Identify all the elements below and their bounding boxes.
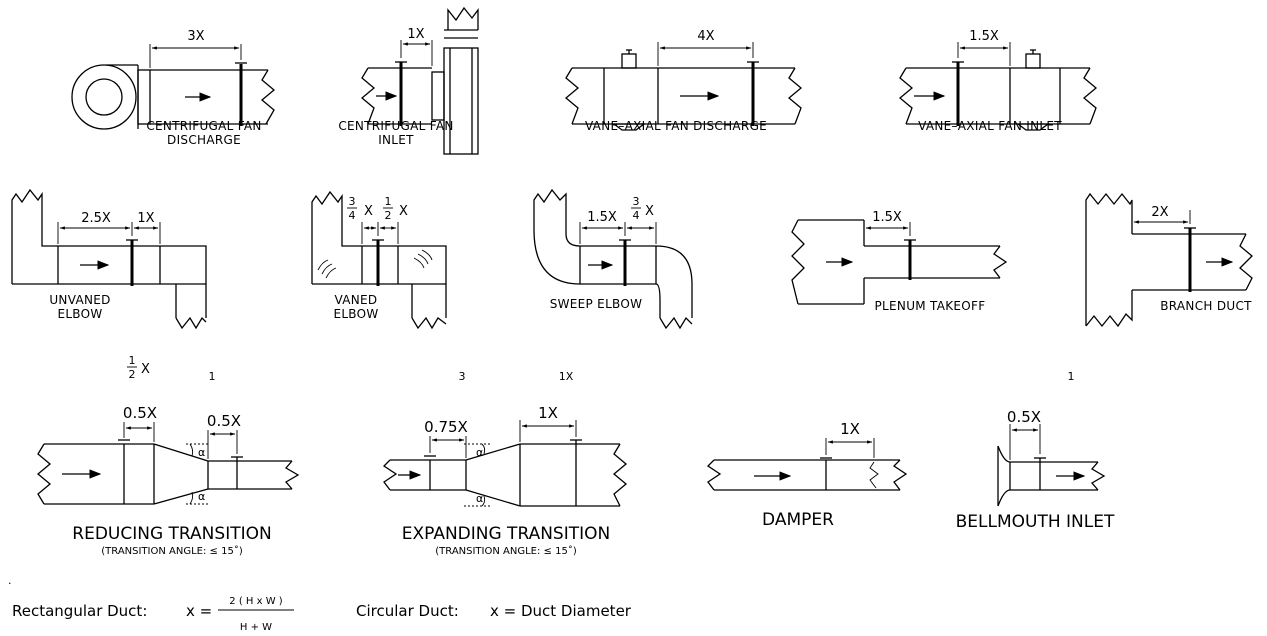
svg-text:0.5X: 0.5X <box>207 412 241 430</box>
svg-text:1X: 1X <box>840 420 860 438</box>
svg-text:3: 3 <box>459 370 466 383</box>
svg-text:CENTRIFUGAL FAN: CENTRIFUGAL FAN <box>338 119 453 133</box>
svg-text:BRANCH DUCT: BRANCH DUCT <box>1160 299 1252 313</box>
svg-text:REDUCING TRANSITION: REDUCING TRANSITION <box>72 524 271 544</box>
svg-text:H + W: H + W <box>240 622 272 633</box>
svg-text:X: X <box>399 204 408 219</box>
svg-text:1: 1 <box>1068 370 1075 383</box>
sweep-elbow: 1.5X 3 4 X SWEEP ELBOW <box>533 188 693 330</box>
svg-text:UNVANED: UNVANED <box>49 293 110 307</box>
svg-text:INLET: INLET <box>378 133 414 147</box>
svg-text:3: 3 <box>633 195 640 208</box>
svg-text:3: 3 <box>349 195 356 208</box>
svg-text:DAMPER: DAMPER <box>762 510 834 530</box>
svg-text:1: 1 <box>209 370 216 383</box>
plenum-takeoff: 1.5X PLENUM TAKEOFF <box>791 210 1008 313</box>
svg-text:4: 4 <box>633 209 640 222</box>
svg-text:BELLMOUTH INLET: BELLMOUTH INLET <box>956 512 1115 532</box>
damper: 1X DAMPER <box>706 420 908 530</box>
cropped-artifact-text: 1 2 X 1 3 1X 1 <box>127 354 1075 383</box>
svg-text:1.5X: 1.5X <box>872 210 902 225</box>
svg-text:2X: 2X <box>1151 205 1168 220</box>
circ-duct-label: Circular Duct: <box>356 602 459 620</box>
svg-text:2: 2 <box>385 209 392 222</box>
bellmouth-inlet: 0.5X BELLMOUTH INLET <box>956 408 1115 532</box>
svg-text:2.5X: 2.5X <box>81 211 111 226</box>
svg-text:SWEEP ELBOW: SWEEP ELBOW <box>550 297 643 311</box>
branch-duct: 2X BRANCH DUCT <box>1085 192 1253 328</box>
svg-text:EXPANDING TRANSITION: EXPANDING TRANSITION <box>402 524 610 544</box>
svg-text:(TRANSITION ANGLE: ≤ 15˚): (TRANSITION ANGLE: ≤ 15˚) <box>435 545 577 557</box>
vane-axial-fan-inlet: 1.5X VANE–AXIAL FAN INLET <box>898 29 1098 133</box>
svg-text:4: 4 <box>349 209 356 222</box>
svg-text:DISCHARGE: DISCHARGE <box>167 133 241 147</box>
svg-text:2 ( H x W ): 2 ( H x W ) <box>229 596 282 607</box>
svg-text:4X: 4X <box>697 29 714 44</box>
svg-text:α: α <box>198 446 205 459</box>
svg-text:.: . <box>8 574 12 587</box>
svg-text:0.75X: 0.75X <box>424 418 468 436</box>
rect-duct-label: Rectangular Duct: <box>12 602 147 620</box>
svg-text:α: α <box>198 490 205 503</box>
dim-3x: 3X <box>187 29 204 44</box>
svg-text:α: α <box>476 446 483 459</box>
unvaned-elbow: 2.5X 1X UNVANED ELBOW <box>11 188 207 330</box>
svg-text:α: α <box>476 492 483 505</box>
svg-text:X: X <box>645 204 654 219</box>
svg-text:1X: 1X <box>137 211 154 226</box>
svg-text:VANE–AXIAL FAN INLET: VANE–AXIAL FAN INLET <box>918 119 1062 133</box>
svg-text:x = Duct Diameter: x = Duct Diameter <box>490 602 632 620</box>
centrifugal-fan-inlet: 1X CENTRIFUGAL FAN INLET <box>338 6 479 155</box>
expanding-transition: 0.75X 1X α α EXPANDING TRANSITION (TRANS… <box>382 404 628 557</box>
svg-text:0.5X: 0.5X <box>123 404 157 422</box>
svg-text:(TRANSITION ANGLE: ≤ 15˚): (TRANSITION ANGLE: ≤ 15˚) <box>101 545 243 557</box>
svg-text:x =: x = <box>186 602 212 620</box>
svg-text:1X: 1X <box>407 27 424 42</box>
svg-text:X: X <box>141 362 150 377</box>
svg-text:ELBOW: ELBOW <box>57 307 102 321</box>
svg-text:VANED: VANED <box>335 293 378 307</box>
svg-text:PLENUM TAKEOFF: PLENUM TAKEOFF <box>875 299 986 313</box>
svg-text:1: 1 <box>385 195 392 208</box>
svg-text:1.5X: 1.5X <box>587 210 617 225</box>
svg-text:2: 2 <box>129 368 136 381</box>
svg-text:VANE–AXIAL FAN DISCHARGE: VANE–AXIAL FAN DISCHARGE <box>585 119 767 133</box>
svg-text:CENTRIFUGAL FAN: CENTRIFUGAL FAN <box>146 119 261 133</box>
svg-text:1.5X: 1.5X <box>969 29 999 44</box>
svg-text:ELBOW: ELBOW <box>333 307 378 321</box>
reducing-transition: 0.5X 0.5X α α REDUCING TRANSITION (TRANS… <box>36 404 300 557</box>
svg-text:X: X <box>364 204 373 219</box>
svg-text:1: 1 <box>129 354 136 367</box>
svg-text:0.5X: 0.5X <box>1007 408 1041 426</box>
svg-text:1X: 1X <box>538 404 558 422</box>
svg-text:1X: 1X <box>559 370 574 383</box>
vaned-elbow: 3 4 X 1 2 X VANED ELBOW <box>311 190 447 330</box>
formulas: . Rectangular Duct: x = 2 ( H x W ) H + … <box>8 574 632 633</box>
centrifugal-fan-discharge: 3X CENTRIFUGAL FAN DISCHARGE <box>71 29 276 147</box>
vane-axial-fan-discharge: 4X VANE–AXIAL FAN DISCHARGE <box>564 29 803 133</box>
